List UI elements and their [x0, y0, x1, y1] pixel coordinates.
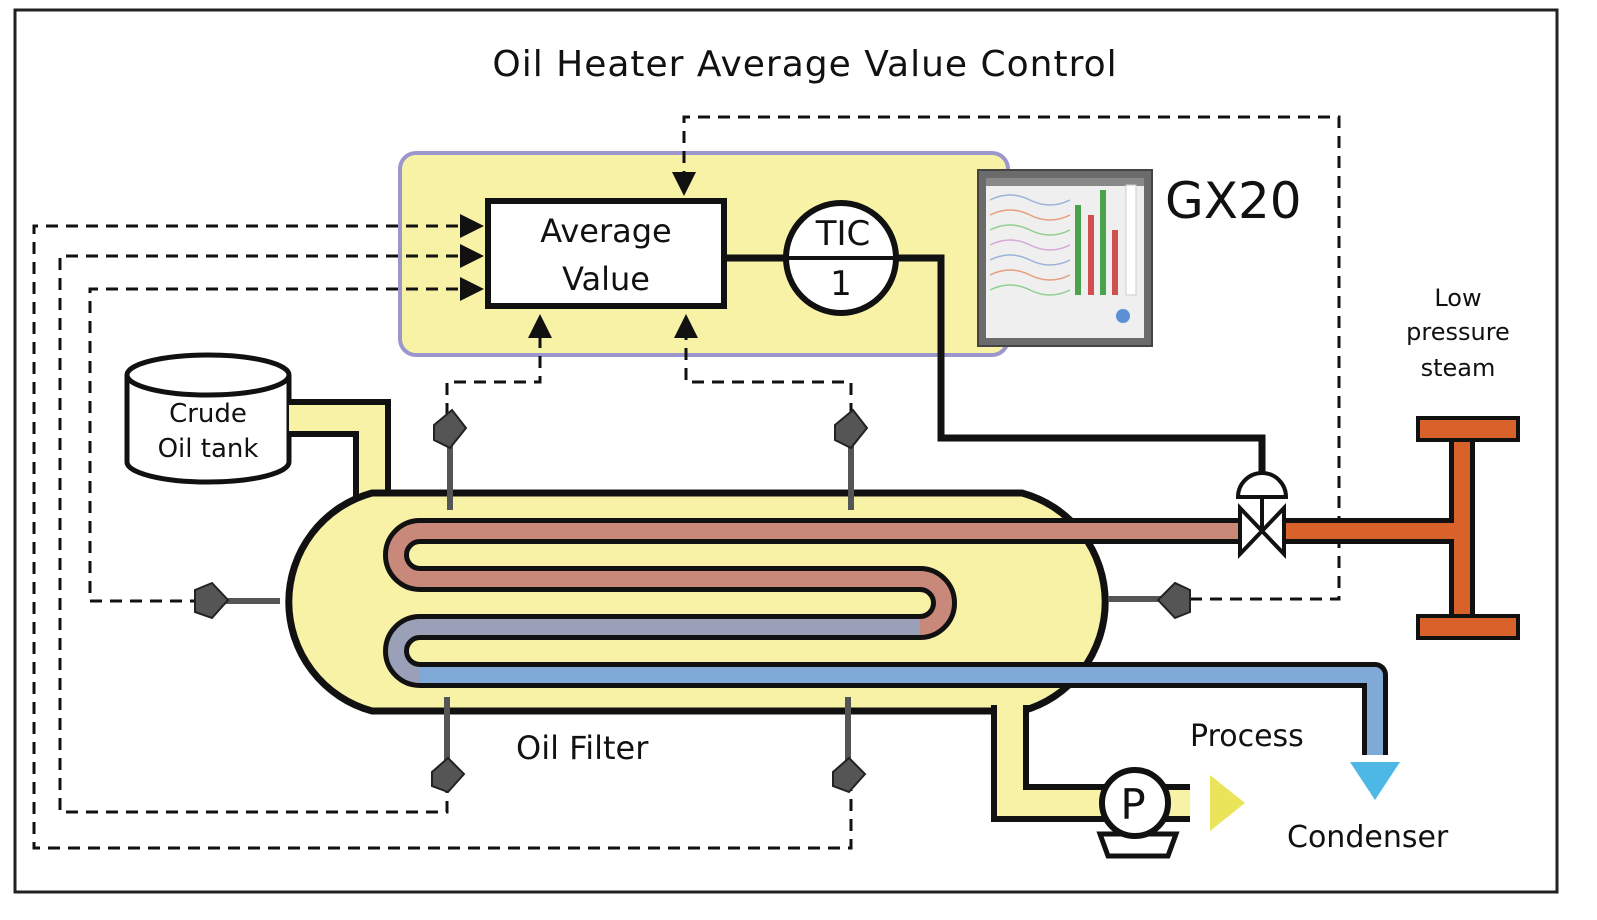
steam-label-line3: steam: [1421, 354, 1496, 382]
average-label-line1: Average: [540, 212, 671, 250]
gx20-label: GX20: [1165, 172, 1302, 230]
signal-arrowheads: [460, 172, 698, 338]
tank-label-line1: Crude: [169, 399, 247, 429]
sensor-top-left: [433, 408, 468, 510]
steam-label-line2: pressure: [1406, 318, 1510, 346]
signal-lines: [32, 115, 1341, 850]
diagram-title: Oil Heater Average Value Control: [492, 44, 1117, 85]
process-pump: P: [1096, 767, 1180, 859]
condenser-arrow: [1350, 762, 1400, 800]
sensor-top-right: [834, 408, 869, 510]
gx20-recorder: [977, 169, 1153, 347]
crude-oil-tank: Crude Oil tank: [124, 352, 292, 485]
hot-coil: [383, 518, 1253, 640]
control-output-line: [896, 254, 1266, 476]
average-label-line2: Value: [562, 260, 650, 298]
sensor-bottom-right: [832, 697, 867, 794]
average-value-block: Average Value: [485, 198, 727, 309]
steam-label-line1: Low: [1434, 284, 1481, 312]
tic-instrument: TIC 1: [783, 200, 899, 316]
control-valve: [1235, 471, 1289, 559]
oil-filter-label: Oil Filter: [516, 729, 649, 767]
steam-header: [1280, 416, 1520, 640]
pump-label: P: [1120, 780, 1145, 829]
sensor-left-side: [194, 581, 280, 620]
sensor-right-side: [1108, 581, 1191, 620]
process-arrow: [1210, 775, 1245, 831]
condenser-label: Condenser: [1287, 820, 1449, 855]
sensor-bottom-left: [431, 697, 466, 794]
cool-coil: [383, 614, 1388, 755]
process-label: Process: [1190, 719, 1304, 754]
tank-label-line2: Oil tank: [158, 434, 259, 464]
tic-tag: TIC: [815, 214, 871, 254]
temperature-sensors: [194, 408, 1191, 794]
tic-number: 1: [830, 264, 852, 304]
